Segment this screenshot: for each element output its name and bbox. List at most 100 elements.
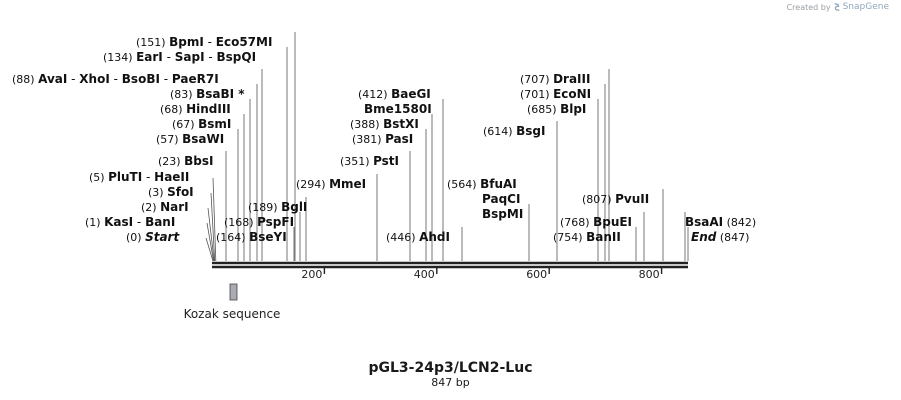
- site-connector: [205, 237, 214, 262]
- site-position: (2): [141, 201, 160, 214]
- site-name: SfoI: [167, 185, 194, 199]
- site-text: (807) PvuII: [582, 192, 649, 206]
- site-position: (164): [216, 231, 249, 244]
- site-label: (701) EcoNI: [520, 87, 591, 101]
- site-name: Bme1580I: [364, 102, 432, 116]
- site-name: BanI: [145, 215, 175, 229]
- site-label: (294) MmeI: [296, 177, 366, 191]
- site-name: BsaAI: [685, 215, 723, 229]
- tick-label: 600: [526, 268, 547, 281]
- site-text: (294) MmeI: [296, 177, 366, 191]
- name-separator: -: [142, 170, 154, 184]
- site-position: (57): [156, 133, 182, 146]
- site-name: BspQI: [217, 50, 257, 64]
- site-name: EarI: [136, 50, 163, 64]
- site-text: (67) BsmI: [172, 117, 231, 131]
- snapgene-logo-icon: [834, 3, 840, 11]
- site-position: (847): [716, 231, 749, 244]
- site-text: (23) BbsI: [158, 154, 213, 168]
- axis-ticks: 200 400 600 800: [301, 268, 663, 281]
- site-text: (83) BsaBI *: [170, 87, 245, 101]
- site-text: (351) PstI: [340, 154, 399, 168]
- site-name: PasI: [385, 132, 413, 146]
- site-position: (68): [160, 103, 186, 116]
- site-position: (842): [723, 216, 756, 229]
- site-name: DraIII: [553, 72, 590, 86]
- site-position: (83): [170, 88, 196, 101]
- title-block: pGL3-24p3/LCN2-Luc 847 bp: [0, 360, 901, 389]
- site-text: (5) PluTI - HaeII: [89, 170, 189, 184]
- site-text: (164) BseYI: [216, 230, 287, 244]
- site-name: BanII: [586, 230, 621, 244]
- tick-label: 800: [639, 268, 660, 281]
- tick-label: 400: [414, 268, 435, 281]
- site-text: (168) PspFI: [224, 215, 294, 229]
- site-label: BsaAI (842): [685, 215, 756, 229]
- site-position: (564): [447, 178, 480, 191]
- site-text: (0) Start: [126, 230, 180, 244]
- site-text: (189) BglI: [248, 200, 307, 214]
- site-label: (754) BanII: [553, 230, 621, 244]
- site-name: BseYI: [249, 230, 287, 244]
- name-separator: -: [160, 72, 172, 86]
- site-position: (0): [126, 231, 145, 244]
- feature-track: Kozak sequence: [184, 283, 281, 321]
- site-name: PstI: [373, 154, 399, 168]
- site-position: (23): [158, 155, 184, 168]
- site-position: (5): [89, 171, 108, 184]
- site-text: (1) KasI - BanI: [85, 215, 175, 229]
- site-position: (701): [520, 88, 553, 101]
- site-name: SapI: [175, 50, 205, 64]
- site-label: (168) PspFI: [224, 215, 294, 229]
- site-text: (134) EarI - SapI - BspQI: [103, 50, 256, 64]
- site-position: (134): [103, 51, 136, 64]
- site-name: PspFI: [257, 215, 294, 229]
- site-label: (134) EarI - SapI - BspQI: [103, 50, 256, 64]
- site-name: End: [691, 230, 717, 244]
- site-label: (164) BseYI: [216, 230, 287, 244]
- name-separator: -: [163, 50, 175, 64]
- feature-label: Kozak sequence: [184, 307, 281, 321]
- site-position: (294): [296, 178, 329, 191]
- credit-prefix: Created by: [786, 2, 831, 12]
- site-label: (3) SfoI: [148, 185, 194, 199]
- site-name: BstXI: [383, 117, 419, 131]
- site-text: (388) BstXI: [350, 117, 419, 131]
- snapgene-credit: Created by SnapGene: [787, 2, 889, 12]
- site-name: BpmI: [169, 35, 204, 49]
- site-name: KasI: [104, 215, 133, 229]
- site-position: (412): [358, 88, 391, 101]
- site-connector: [210, 192, 216, 262]
- site-label: (446) AhdI: [386, 230, 450, 244]
- site-position: (67): [172, 118, 198, 131]
- site-name: BfuAI: [480, 177, 517, 191]
- site-label: (685) BlpI: [527, 102, 586, 116]
- site-position: (351): [340, 155, 373, 168]
- site-position: (388): [350, 118, 383, 131]
- name-separator: -: [133, 215, 145, 229]
- site-label: (88) AvaI - XhoI - BsoBI - PaeR7I: [12, 72, 219, 86]
- site-label: (23) BbsI: [158, 154, 213, 168]
- site-label: (68) HindIII: [160, 102, 231, 116]
- site-name: BlpI: [560, 102, 586, 116]
- site-label: (57) BsaWI: [156, 132, 224, 146]
- site-name: PvuII: [615, 192, 649, 206]
- site-position: (707): [520, 73, 553, 86]
- site-label: (151) BpmI - Eco57MI: [136, 35, 272, 49]
- site-text: (754) BanII: [553, 230, 621, 244]
- site-position: (151): [136, 36, 169, 49]
- tick-label: 200: [301, 268, 322, 281]
- site-name: HaeII: [154, 170, 189, 184]
- site-name: BaeGI: [391, 87, 431, 101]
- site-label: (381) PasI: [352, 132, 413, 146]
- feature-box: [229, 283, 238, 301]
- site-label: (2) NarI: [141, 200, 189, 214]
- dna-backbone: [212, 261, 688, 269]
- site-position: (685): [527, 103, 560, 116]
- site-name: Start: [145, 230, 180, 244]
- site-text: (68) HindIII: [160, 102, 231, 116]
- site-text: (3) SfoI: [148, 185, 194, 199]
- site-connector: [206, 222, 214, 262]
